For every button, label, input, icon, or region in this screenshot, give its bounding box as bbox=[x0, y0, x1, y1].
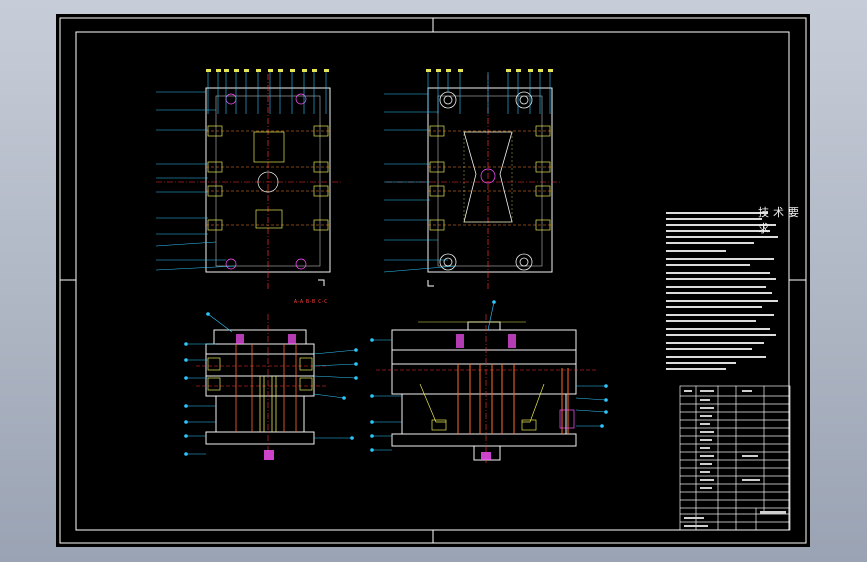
technical-requirements-notes bbox=[666, 212, 778, 370]
cad-sheet: 技术要求 A-A B-B C-C bbox=[56, 14, 810, 547]
bottom-left-section bbox=[184, 312, 358, 460]
view-caption: A-A B-B C-C bbox=[294, 299, 328, 305]
top-left-view bbox=[155, 69, 341, 289]
bottom-right-section bbox=[370, 300, 608, 464]
inner-frame bbox=[75, 31, 790, 531]
top-right-plate bbox=[427, 87, 553, 273]
title-block-entries bbox=[684, 390, 786, 527]
technical-requirements-heading: 技术要求 bbox=[758, 206, 803, 235]
cad-drawing-canvas bbox=[59, 17, 807, 544]
outer-frame bbox=[59, 17, 807, 544]
title-block bbox=[679, 385, 791, 531]
top-right-view bbox=[383, 69, 561, 289]
